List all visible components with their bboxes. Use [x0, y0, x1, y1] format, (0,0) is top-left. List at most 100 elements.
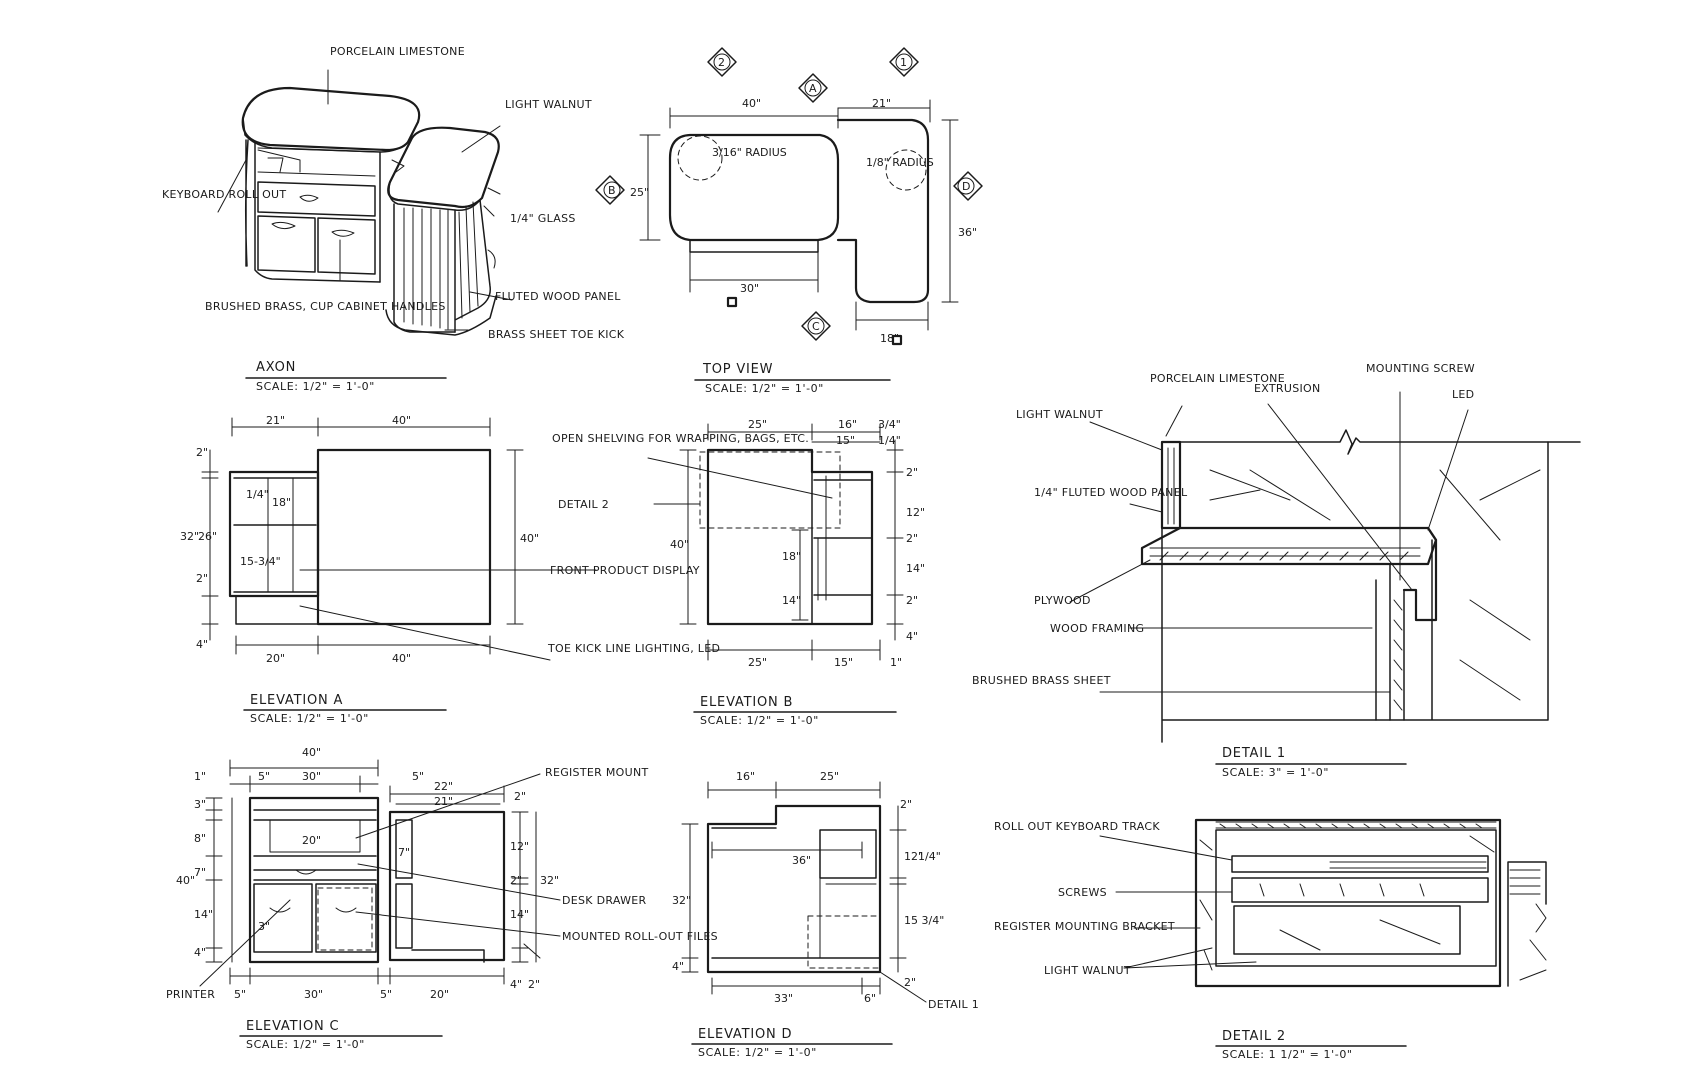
elevation-c-scale: SCALE: 1/2" = 1'-0"	[246, 1038, 365, 1051]
detail-1-title: DETAIL 1	[1222, 746, 1286, 761]
top-note-radius-1: 3/16" RADIUS	[712, 146, 787, 159]
ec-dim-5a-bottom: 5"	[234, 988, 246, 1001]
ea-dim-20-bottom: 20"	[266, 652, 285, 665]
d2-label-walnut: LIGHT WALNUT	[1044, 964, 1131, 977]
elevation-c: 40" 5" 30" 5" 22" 21" 2" 20" 7" 3" 1" 3"…	[166, 746, 718, 1051]
ec-dim-7-inner: 7"	[398, 846, 410, 859]
top-dim-25: 25"	[630, 186, 649, 199]
marker-c: C	[812, 320, 820, 333]
eb-dim-40: 40"	[670, 538, 689, 551]
eb-dim-three-quarter: 3/4"	[878, 418, 901, 431]
ea-dim-15-3-4: 15-3/4"	[240, 555, 281, 568]
marker-a: A	[809, 82, 817, 95]
ec-dim-14-right: 14"	[510, 908, 529, 921]
elevation-d-title: ELEVATION D	[698, 1027, 792, 1042]
ea-dim-40-bottom: 40"	[392, 652, 411, 665]
eb-dim-4: 4"	[906, 630, 918, 643]
elevation-b: 25" 16" 15" 3/4" 1/4" 40" 18" 14" 2" 12"…	[552, 418, 925, 727]
ec-dim-2b-right: 2"	[528, 978, 540, 991]
ec-label-printer: PRINTER	[166, 988, 215, 1001]
top-note-radius-2: 1/8" RADIUS	[866, 156, 934, 169]
ec-dim-12-right: 12"	[510, 840, 529, 853]
d2-label-track: ROLL OUT KEYBOARD TRACK	[994, 820, 1160, 833]
top-view: 2 1 A B D C 40" 21" 25" 36" 30" 18" 3/16…	[595, 47, 983, 395]
ec-dim-40-top: 40"	[302, 746, 321, 759]
ea-dim-4: 4"	[196, 638, 208, 651]
ed-dim-2-top: 2"	[900, 798, 912, 811]
elevation-b-title: ELEVATION B	[700, 695, 793, 710]
ec-dim-30-top: 30"	[302, 770, 321, 783]
eb-dim-2a: 2"	[906, 466, 918, 479]
eb-dim-15-top: 15"	[836, 434, 855, 447]
axon-title: AXON	[256, 360, 296, 375]
detail-1-scale: SCALE: 3" = 1'-0"	[1222, 766, 1329, 779]
ec-label-register-mount: REGISTER MOUNT	[545, 766, 649, 779]
ec-dim-2-right: 2"	[510, 874, 522, 887]
eb-dim-14-mid: 14"	[782, 594, 801, 607]
ea-label-toe: TOE KICK LINE LIGHTING, LED	[547, 642, 720, 655]
ec-dim-20-bottom: 20"	[430, 988, 449, 1001]
detail-2-title: DETAIL 2	[1222, 1029, 1286, 1044]
eb-dim-1: 1"	[890, 656, 902, 669]
marker-d: D	[962, 180, 970, 193]
detail-1: PORCELAIN LIMESTONE EXTRUSION MOUNTING S…	[972, 362, 1581, 779]
axon-label-keyboard: KEYBOARD ROLL OUT	[162, 188, 286, 201]
ec-dim-8: 8"	[194, 832, 206, 845]
ea-dim-21-top: 21"	[266, 414, 285, 427]
ec-dim-5b: 5"	[412, 770, 424, 783]
ec-dim-7: 7"	[194, 866, 206, 879]
ec-label-desk-drawer: DESK DRAWER	[562, 894, 647, 907]
ed-dim-2-bottom: 2"	[904, 976, 916, 989]
ec-dim-3-inner: 3"	[258, 920, 270, 933]
elevation-d: 16" 25" 2" 36" 32" 4" 12" 1/4" 15 3/4" 2…	[672, 770, 979, 1059]
ec-dim-22: 22"	[434, 780, 453, 793]
eb-dim-18: 18"	[782, 550, 801, 563]
ed-dim-4: 4"	[672, 960, 684, 973]
d1-label-fluted: 1/4" FLUTED WOOD PANEL	[1034, 486, 1188, 499]
top-dim-36: 36"	[958, 226, 977, 239]
axon-label-porcelain: PORCELAIN LIMESTONE	[330, 45, 465, 58]
top-dim-18: 18"	[880, 332, 899, 345]
ec-dim-2-top: 2"	[514, 790, 526, 803]
ed-dim-quarter: 1/4"	[918, 850, 941, 863]
ec-dim-21: 21"	[434, 795, 453, 808]
eb-dim-2c: 2"	[906, 594, 918, 607]
top-view-scale: SCALE: 1/2" = 1'-0"	[705, 382, 824, 395]
d2-label-screws: SCREWS	[1058, 886, 1107, 899]
ec-dim-14: 14"	[194, 908, 213, 921]
ea-dim-18: 18"	[272, 496, 291, 509]
ec-dim-20-inner: 20"	[302, 834, 321, 847]
elevation-c-title: ELEVATION C	[246, 1019, 339, 1034]
ec-dim-30-bottom: 30"	[304, 988, 323, 1001]
d1-label-plywood: PLYWOOD	[1034, 594, 1091, 607]
ed-dim-16: 16"	[736, 770, 755, 783]
marker-1: 1	[900, 56, 907, 69]
axon-label-handles: BRUSHED BRASS, CUP CABINET HANDLES	[205, 300, 446, 313]
ed-label-detail-1: DETAIL 1	[928, 998, 979, 1011]
eb-dim-2b: 2"	[906, 532, 918, 545]
ec-dim-4: 4"	[194, 946, 206, 959]
ec-dim-1: 1"	[194, 770, 206, 783]
marker-b: B	[608, 184, 616, 197]
ec-dim-5b-bottom: 5"	[380, 988, 392, 1001]
ed-dim-6: 6"	[864, 992, 876, 1005]
ec-dim-5a: 5"	[258, 770, 270, 783]
elevation-a-title: ELEVATION A	[250, 693, 343, 708]
top-view-title: TOP VIEW	[702, 362, 773, 377]
d1-label-mounting-screw: MOUNTING SCREW	[1366, 362, 1475, 375]
d1-label-porcelain: PORCELAIN LIMESTONE	[1150, 372, 1285, 385]
eb-label-detail-2: DETAIL 2	[558, 498, 609, 511]
eb-dim-14-right: 14"	[906, 562, 925, 575]
ed-dim-33: 33"	[774, 992, 793, 1005]
d1-label-framing: WOOD FRAMING	[1050, 622, 1144, 635]
d1-label-extrusion: EXTRUSION	[1254, 382, 1321, 395]
detail-2-scale: SCALE: 1 1/2" = 1'-0"	[1222, 1048, 1353, 1061]
ec-dim-32-right: 32"	[540, 874, 559, 887]
ed-dim-12: 12"	[904, 850, 923, 863]
elevation-a-scale: SCALE: 1/2" = 1'-0"	[250, 712, 369, 725]
eb-dim-16: 16"	[838, 418, 857, 431]
ea-label-front: FRONT PRODUCT DISPLAY	[550, 564, 700, 577]
d1-label-led: LED	[1452, 388, 1474, 401]
elevation-a: 21" 40" 2" 32" 26" 2" 4" 40" 20" 40" 1/4…	[180, 414, 720, 725]
